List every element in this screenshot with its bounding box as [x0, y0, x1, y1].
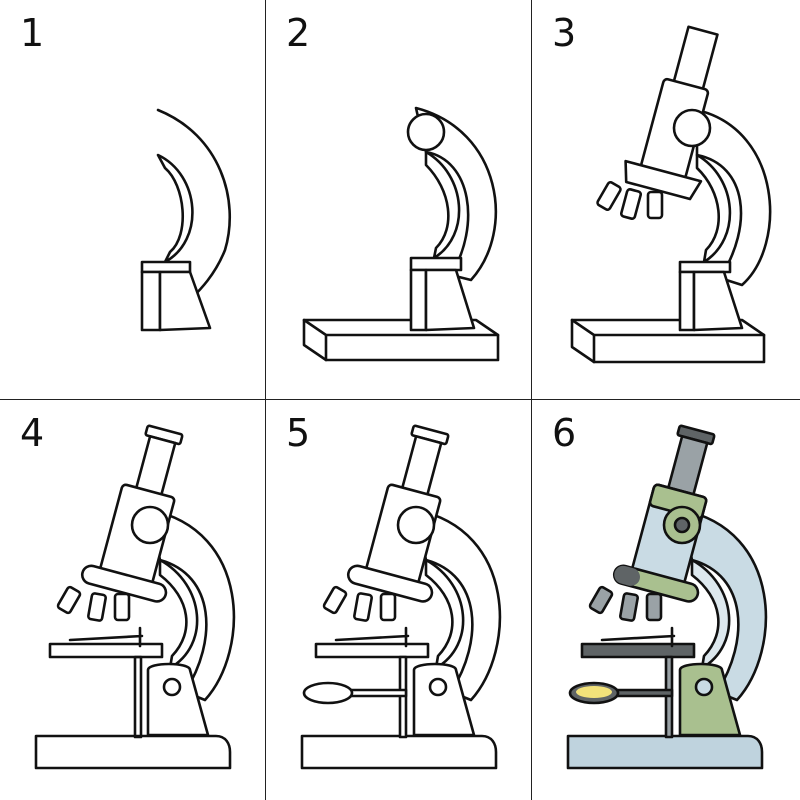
step-3-drawing	[570, 25, 772, 364]
objective-3	[113, 592, 131, 622]
arm	[695, 108, 772, 287]
objective-3	[379, 592, 397, 622]
step-panel-5: 5	[266, 400, 532, 800]
base-edges	[302, 318, 500, 362]
stage-clip	[68, 626, 144, 648]
pillar-front	[158, 270, 212, 332]
arm-joint	[409, 256, 463, 272]
pivot-hole	[694, 677, 714, 697]
step-number: 5	[286, 411, 311, 455]
mirror-glass	[576, 686, 612, 698]
step-panel-6: 6	[532, 400, 800, 800]
focus-knob	[130, 505, 170, 545]
stage	[48, 642, 164, 659]
stage	[314, 642, 430, 659]
body-tube	[624, 25, 719, 201]
step-number: 6	[552, 411, 577, 455]
stage-clip	[334, 626, 410, 648]
objective-1	[596, 181, 622, 211]
objective-2	[619, 188, 643, 220]
pillar-side	[678, 270, 696, 332]
nosepiece	[624, 159, 703, 201]
step-panel-1: 1	[0, 0, 266, 400]
focus-knob-center	[673, 516, 691, 534]
arm-outer-curve	[156, 108, 232, 302]
step-number: 1	[20, 11, 45, 55]
step-1-drawing	[140, 108, 232, 332]
arm	[148, 508, 236, 702]
step-2-drawing	[302, 106, 500, 362]
stage	[580, 642, 696, 659]
arm-joint	[678, 260, 732, 274]
mirror-arm	[610, 688, 674, 698]
pillar-side	[409, 268, 428, 332]
focus-knob	[406, 112, 446, 152]
pillar	[146, 662, 210, 737]
nosepiece-shade	[614, 565, 640, 586]
arm	[414, 106, 498, 282]
objective-2	[619, 592, 639, 622]
step-number: 2	[286, 11, 311, 55]
pillar-front	[424, 268, 476, 332]
arm	[414, 508, 502, 702]
pillar	[678, 662, 742, 737]
arm-joint	[140, 260, 192, 274]
objective-1	[322, 585, 348, 615]
objective-1	[56, 585, 82, 615]
objective-2	[87, 592, 107, 622]
pivot-hole	[162, 677, 182, 697]
eyepiece	[672, 25, 719, 92]
objective-3	[646, 190, 664, 220]
mirror-arm	[344, 688, 408, 698]
focus-knob	[672, 108, 712, 148]
step-4-drawing	[34, 424, 236, 770]
nosepiece	[80, 564, 168, 603]
objective-3	[645, 592, 663, 622]
pivot-hole	[428, 677, 448, 697]
base-block	[570, 318, 766, 364]
arm-inner-curve	[156, 153, 194, 264]
step-5-drawing	[300, 424, 502, 770]
base	[300, 734, 498, 770]
step-number: 3	[552, 11, 577, 55]
objective-1	[588, 585, 614, 615]
stage-clip	[600, 626, 676, 648]
stage-post	[133, 655, 143, 739]
base	[566, 734, 764, 770]
mirror	[302, 681, 354, 705]
step-panel-2: 2	[266, 0, 532, 400]
pillar-side	[140, 270, 162, 332]
step-panel-4: 4	[0, 400, 266, 800]
pillar-front	[692, 270, 744, 332]
pillar	[412, 662, 476, 737]
step-6-drawing	[566, 424, 768, 770]
arm	[680, 508, 768, 702]
focus-knob	[396, 505, 436, 545]
base	[34, 734, 232, 770]
step-panel-3: 3	[532, 0, 800, 400]
objective-2	[353, 592, 373, 622]
base-edges	[570, 318, 766, 364]
step-number: 4	[20, 411, 45, 455]
nosepiece	[346, 564, 434, 603]
